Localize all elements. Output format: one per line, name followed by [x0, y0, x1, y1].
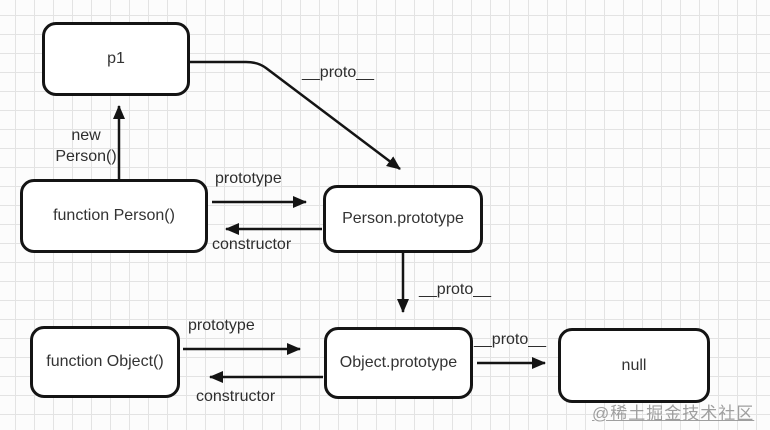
node-null-label: null: [621, 356, 647, 374]
edge-label-prototype-object: prototype: [188, 317, 255, 334]
node-person-prototype-label: Person.prototype: [342, 210, 464, 228]
edge-label-new-person: new Person(): [38, 125, 134, 167]
node-function-object-label: function Object(): [46, 353, 164, 371]
edge-label-proto-object: __proto__: [474, 331, 547, 348]
edge-label-constructor-person: constructor: [212, 236, 292, 253]
edge-label-proto-p1: __proto__: [302, 64, 375, 81]
node-object-prototype: Object.prototype: [324, 327, 473, 399]
watermark: @稀土掘金技术社区: [592, 404, 755, 423]
edge-label-new-person-line2: Person(): [55, 148, 117, 165]
node-function-object: function Object(): [30, 326, 180, 398]
node-function-person-label: function Person(): [53, 207, 175, 225]
node-p1-label: p1: [107, 50, 125, 68]
node-function-person: function Person(): [20, 179, 208, 253]
node-person-prototype: Person.prototype: [323, 185, 483, 253]
edge-label-constructor-object: constructor: [196, 388, 276, 405]
edge-label-new-person-line1: new: [71, 127, 101, 144]
edge-label-proto-person: __proto__: [419, 281, 492, 298]
node-p1: p1: [42, 22, 190, 96]
node-null: null: [558, 328, 710, 403]
edge-label-prototype-person: prototype: [215, 170, 282, 187]
node-object-prototype-label: Object.prototype: [339, 354, 458, 372]
